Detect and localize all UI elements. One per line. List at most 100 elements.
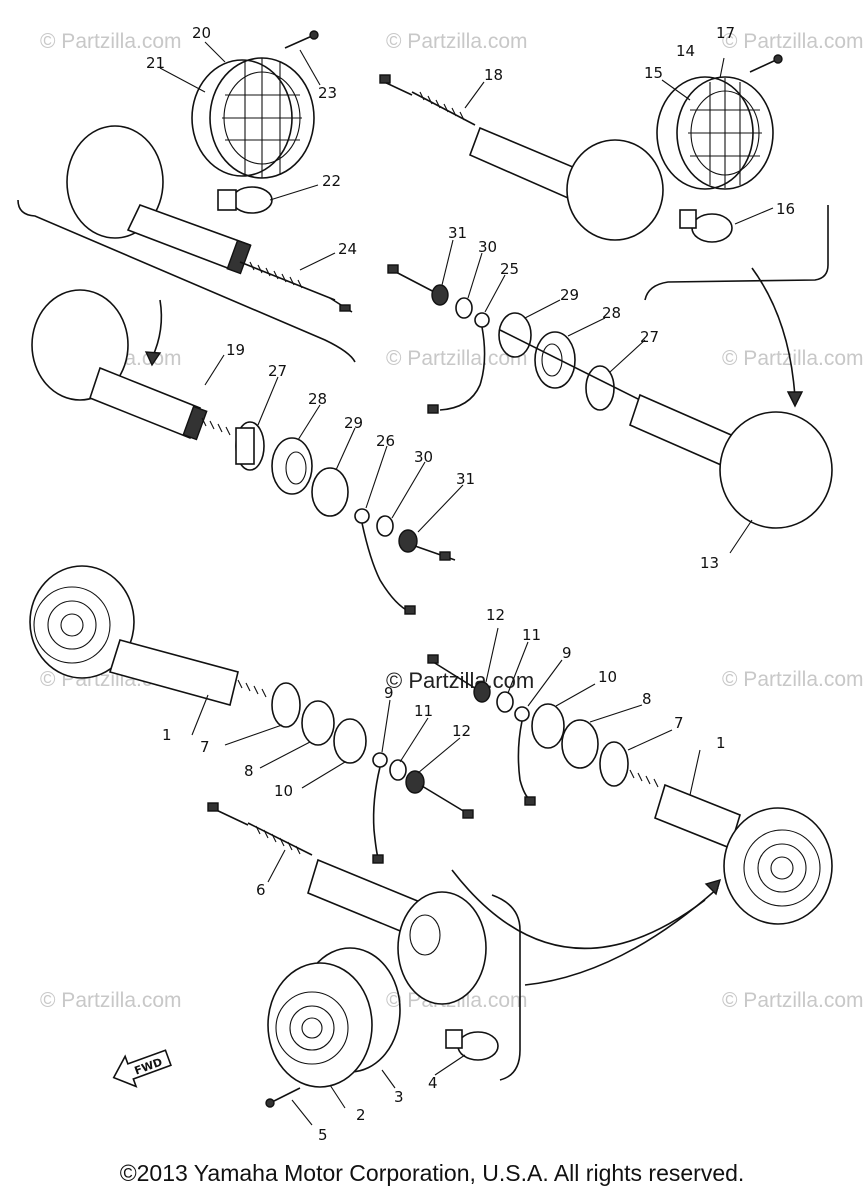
callout-label: 1 [162,726,172,744]
callout-label: 27 [640,328,659,346]
wire [372,766,381,859]
bracket-line [644,205,829,301]
ground-terminal [474,312,490,328]
callout-label: 19 [226,341,245,359]
grommet-body [235,427,255,465]
fwd-arrow-shape [112,1049,172,1088]
rear-left-signal-exploded [31,289,456,615]
signal-stem [654,783,741,850]
front-signal-exploded: FWD [112,802,722,1108]
plate-washer [531,703,565,749]
lens-ring [47,600,97,650]
arrow-head [144,351,162,367]
front-right-signal-assembly [427,654,833,925]
signal-stem [468,126,582,200]
callouts: 20 21 23 22 24 18 17 14 15 16 31 30 25 2… [146,24,795,1144]
bracket-line [491,894,521,1081]
rear-right-signal-exploded [387,264,833,529]
plate-washer [311,467,349,517]
grommet [585,365,615,411]
lens-ring [301,1017,323,1039]
callout-label: 7 [674,714,684,732]
watermark-text: © Partzilla.com [386,347,528,370]
callout-label: 25 [500,260,519,278]
center-watermark: © Partzilla.com [386,668,534,693]
callout-label: 16 [776,200,795,218]
nut [405,770,425,794]
signal-housing [397,891,487,1005]
housing-socket [409,914,441,956]
callout-label: 22 [322,172,341,190]
cushion [301,700,335,746]
callout-label: 9 [562,644,572,662]
wire [429,659,479,691]
bulb [691,213,733,243]
rear-left-signal-assembly [17,30,356,363]
front-left-signal-assembly [29,565,474,864]
lock-washer [455,297,473,319]
wire-connector [439,551,451,561]
callout-label: 8 [642,690,652,708]
callout-label: 28 [602,304,621,322]
screw-head [309,30,319,40]
wire [439,326,486,411]
signal-housing [29,565,135,679]
plate-washer [333,718,367,764]
watermark-text: © Partzilla.com [722,347,864,370]
callout-label: 14 [676,42,695,60]
callout-label: 10 [598,668,617,686]
callout-label: 4 [428,1074,438,1092]
wire [517,720,531,801]
screw-head [773,54,783,64]
watermark-text: © Partzilla.com [40,989,182,1012]
rear-right-signal-assembly [379,54,829,408]
lens [267,962,373,1088]
screw-head [265,1098,275,1108]
screw [271,1087,301,1103]
wire-connector [339,304,351,312]
stud-threads [419,91,465,121]
callout-label: 8 [244,762,254,780]
callout-label: 26 [376,432,395,450]
lens-ring [743,829,821,907]
stem-nut [182,405,208,441]
wire [361,522,411,613]
watermark-text: © Partzilla.com [722,668,864,691]
wire-connector [524,796,536,806]
watermark-text: © Partzilla.com [40,30,182,53]
grommet [599,741,629,787]
callout-label: 13 [700,554,719,572]
lock-washer [496,691,514,713]
nut [473,681,491,703]
wire-connector [462,809,474,819]
stud-threads [249,261,303,289]
lens-rim [191,59,293,177]
callout-label: 30 [478,238,497,256]
wire-connector [387,264,399,274]
callout-label: 24 [338,240,357,258]
lens-ring [60,613,84,637]
wire-connector [404,605,416,615]
bulb [231,186,273,214]
callout-label: 28 [308,390,327,408]
grommet [271,682,301,728]
callout-label: 10 [274,782,293,800]
stud-threads [201,417,231,436]
signal-housing [566,139,664,241]
watermark-text: © Partzilla.com [386,30,528,53]
callout-label: 20 [192,24,211,42]
callout-label: 7 [200,738,210,756]
copyright-text: ©2013 Yamaha Motor Corporation, U.S.A. A… [119,1160,745,1186]
cushion-hole [285,451,307,485]
callout-label: 12 [452,722,471,740]
leader-lines [159,41,774,1126]
lens-ring [770,856,794,880]
lens-grid [222,58,302,178]
screw [284,35,313,49]
lens-ring [289,1005,335,1051]
nut [398,529,418,553]
callout-label: 3 [394,1088,404,1106]
wire-connector [207,802,219,812]
plate-washer [498,312,532,358]
